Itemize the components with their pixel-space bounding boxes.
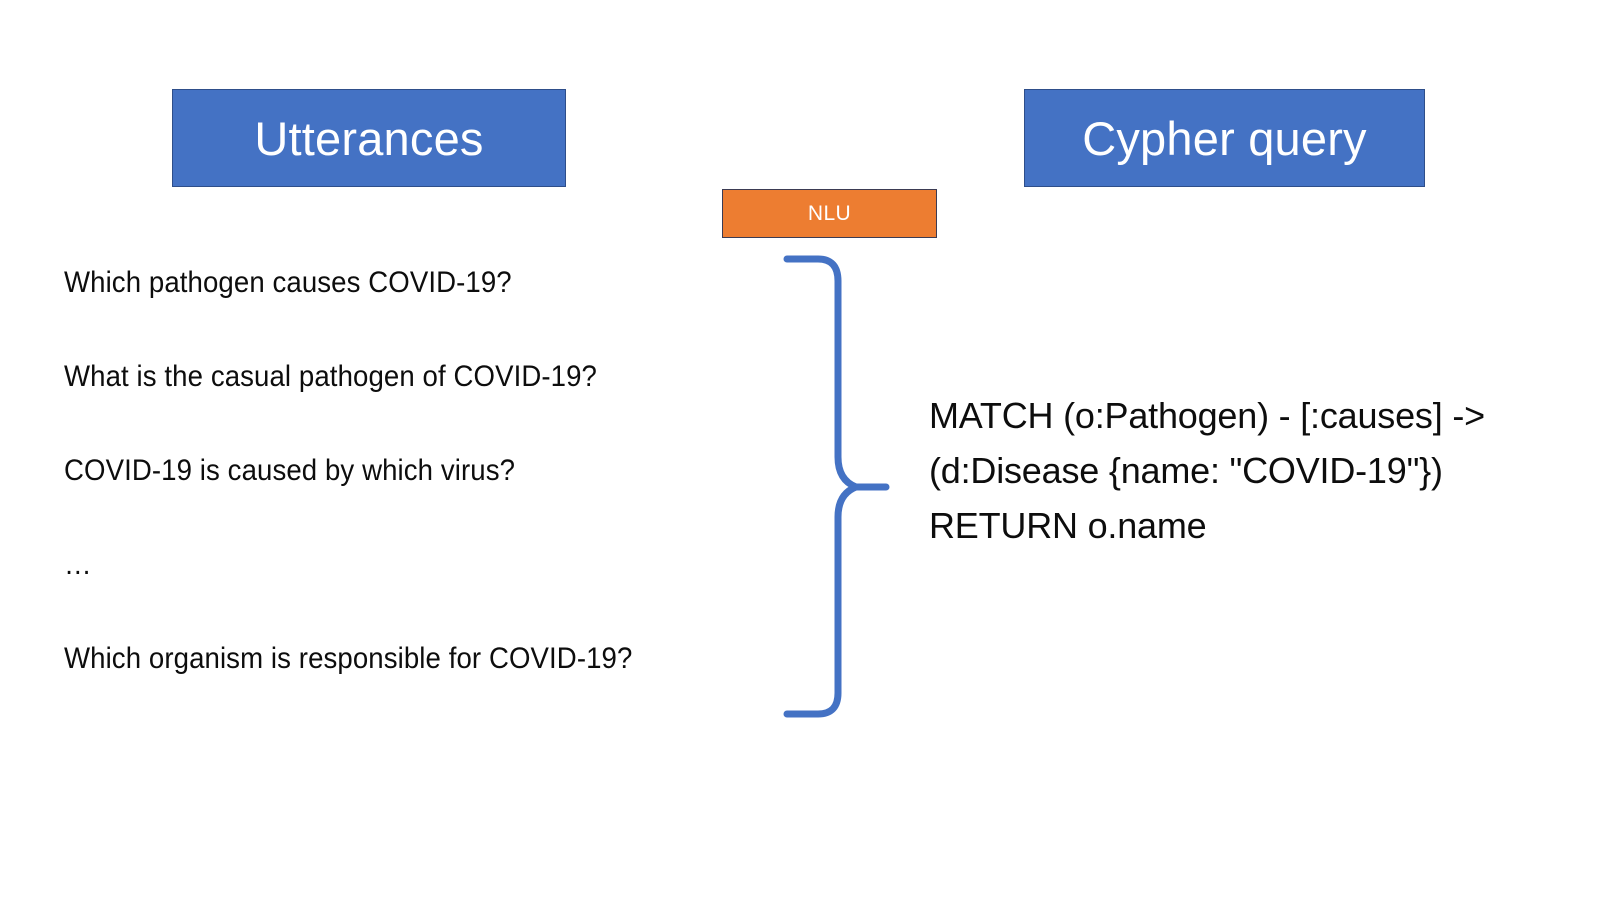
utterance-line: Which organism is responsible for COVID-…	[64, 642, 633, 675]
nlu-process-box: NLU	[722, 189, 937, 238]
utterance-line-ellipsis: …	[64, 548, 92, 581]
utterance-line: COVID-19 is caused by which virus?	[64, 454, 516, 487]
cypher-query-header-label: Cypher query	[1082, 111, 1367, 165]
curly-brace-connector-icon	[783, 255, 890, 718]
cypher-query-line: (d:Disease {name: "COVID-19"})	[929, 450, 1443, 491]
utterances-list: Which pathogen causes COVID-19? What is …	[64, 268, 824, 738]
utterances-header-label: Utterances	[254, 111, 484, 165]
utterance-line: Which pathogen causes COVID-19?	[64, 266, 512, 299]
utterances-header-box: Utterances	[172, 89, 566, 187]
cypher-query-header-box: Cypher query	[1024, 89, 1425, 187]
utterance-line: What is the casual pathogen of COVID-19?	[64, 360, 597, 393]
cypher-query-line: RETURN o.name	[929, 505, 1207, 546]
cypher-query-line: MATCH (o:Pathogen) - [:causes] ->	[929, 395, 1485, 436]
nlu-process-label: NLU	[807, 201, 852, 225]
cypher-query-text: MATCH (o:Pathogen) - [:causes] -> (d:Dis…	[929, 388, 1600, 553]
